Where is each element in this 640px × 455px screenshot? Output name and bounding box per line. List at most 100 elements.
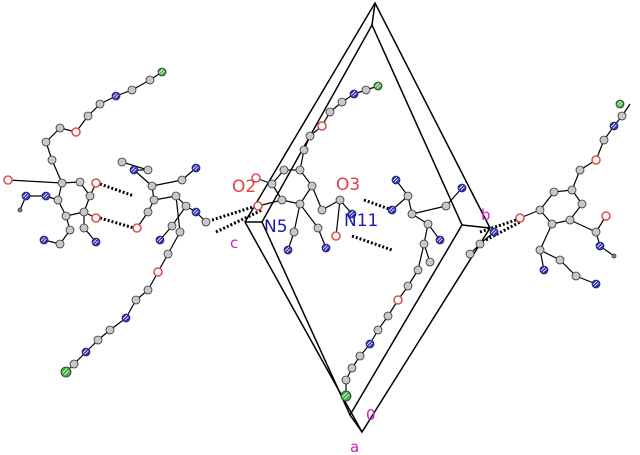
chlorine-atom <box>373 81 383 91</box>
atom-shading <box>366 340 373 347</box>
hydrogen-bond <box>351 234 393 252</box>
axis-label-b: b <box>481 206 491 224</box>
carbon-atom <box>423 219 433 229</box>
hydrogen-bond <box>99 216 135 230</box>
oxygen-atom <box>71 127 81 137</box>
oxygen-atom <box>253 201 263 211</box>
atom-shading <box>158 68 165 75</box>
carbon-atom <box>41 137 51 147</box>
carbon-atom <box>341 375 351 385</box>
oxygen-atom <box>601 211 611 221</box>
carbon-atom <box>147 181 157 191</box>
atom-shading <box>130 166 137 173</box>
carbon-atom <box>425 257 435 267</box>
cell-edge <box>371 2 376 26</box>
carbon-atom <box>355 351 365 361</box>
carbon-atom <box>535 205 545 215</box>
carbon-atom <box>295 199 305 209</box>
bond <box>335 199 341 237</box>
nitrogen-atom <box>365 339 375 349</box>
carbon-atom <box>383 311 393 321</box>
nitrogen-atom <box>609 121 619 131</box>
nitrogen-atom <box>191 163 201 173</box>
carbon-atom <box>267 179 277 189</box>
carbon-atom <box>131 295 141 305</box>
nitrogen-atom <box>321 243 331 253</box>
carbon-atom <box>547 219 557 229</box>
carbon-atom <box>105 325 115 335</box>
bond <box>151 179 183 187</box>
carbon-atom <box>201 217 211 227</box>
nitrogen-atom <box>457 183 467 193</box>
oxygen-atom <box>393 295 403 305</box>
unit-cell <box>244 1 491 434</box>
atom-shading <box>540 266 547 273</box>
nitrogen-atom <box>435 235 445 245</box>
nitrogen-atom <box>121 313 131 323</box>
nitrogen-atom <box>387 205 397 215</box>
hydrogen-atom <box>17 207 23 213</box>
nitrogen-atom <box>155 235 165 245</box>
carbon-atom <box>163 249 173 259</box>
label-o2: O2 <box>232 177 256 197</box>
nitrogen-atom <box>539 265 549 275</box>
carbon-atom <box>347 363 357 373</box>
nitrogen-atom <box>283 245 293 255</box>
atom-shading <box>122 314 129 321</box>
bond <box>7 179 63 184</box>
carbon-atom <box>413 265 423 275</box>
carbon-atom <box>555 255 565 265</box>
label-n5: N5 <box>264 217 288 237</box>
carbon-atom <box>83 111 93 121</box>
carbon-atom <box>299 145 309 155</box>
carbon-atom <box>85 191 95 201</box>
chlorine-atom <box>157 67 167 77</box>
carbon-atom <box>175 227 185 237</box>
oxygen-atom <box>153 267 163 277</box>
carbon-atom <box>335 195 345 205</box>
carbon-atom <box>571 271 581 281</box>
carbon-atom <box>307 181 317 191</box>
atom-shading <box>596 242 603 249</box>
carbon-atom <box>599 135 609 145</box>
nitrogen-atom <box>39 235 49 245</box>
atom-shading <box>616 100 623 107</box>
atom-shading <box>112 92 119 99</box>
oxygen-atom <box>331 231 341 241</box>
atom-shading <box>192 208 199 215</box>
atom-shading <box>374 82 381 89</box>
oxygen-atom <box>91 213 101 223</box>
axis-label-c: c <box>230 234 238 252</box>
atom-shading <box>348 210 355 217</box>
atom-shading <box>22 192 29 199</box>
carbon-atom <box>441 201 451 211</box>
carbon-atom <box>535 245 545 255</box>
carbon-atom <box>549 187 559 197</box>
carbon-atom <box>65 225 75 235</box>
oxygen-atom <box>317 121 327 131</box>
oxygen-atom <box>91 178 101 188</box>
nitrogen-atom <box>21 191 31 201</box>
carbon-atom <box>53 195 63 205</box>
chlorine-atom <box>60 366 72 378</box>
carbon-atom <box>617 111 627 121</box>
nitrogen-atom <box>591 279 601 289</box>
carbon-atom <box>117 157 127 167</box>
atom-shading <box>40 236 47 243</box>
carbon-atom <box>325 107 335 117</box>
nitrogen-atom <box>489 227 499 237</box>
carbon-atom <box>171 191 181 201</box>
carbon-atom <box>279 165 289 175</box>
atom-shading <box>592 280 599 287</box>
carbon-atom <box>79 207 89 217</box>
nitrogen-atom <box>81 347 91 357</box>
carbon-atom <box>145 75 155 85</box>
carbon-atom <box>567 185 577 195</box>
atom-layer <box>3 67 627 402</box>
carbon-atom <box>565 215 575 225</box>
carbon-atom <box>305 131 315 141</box>
origin-label: 0 <box>366 406 376 424</box>
nitrogen-atom <box>595 241 605 251</box>
carbon-atom <box>47 155 57 165</box>
